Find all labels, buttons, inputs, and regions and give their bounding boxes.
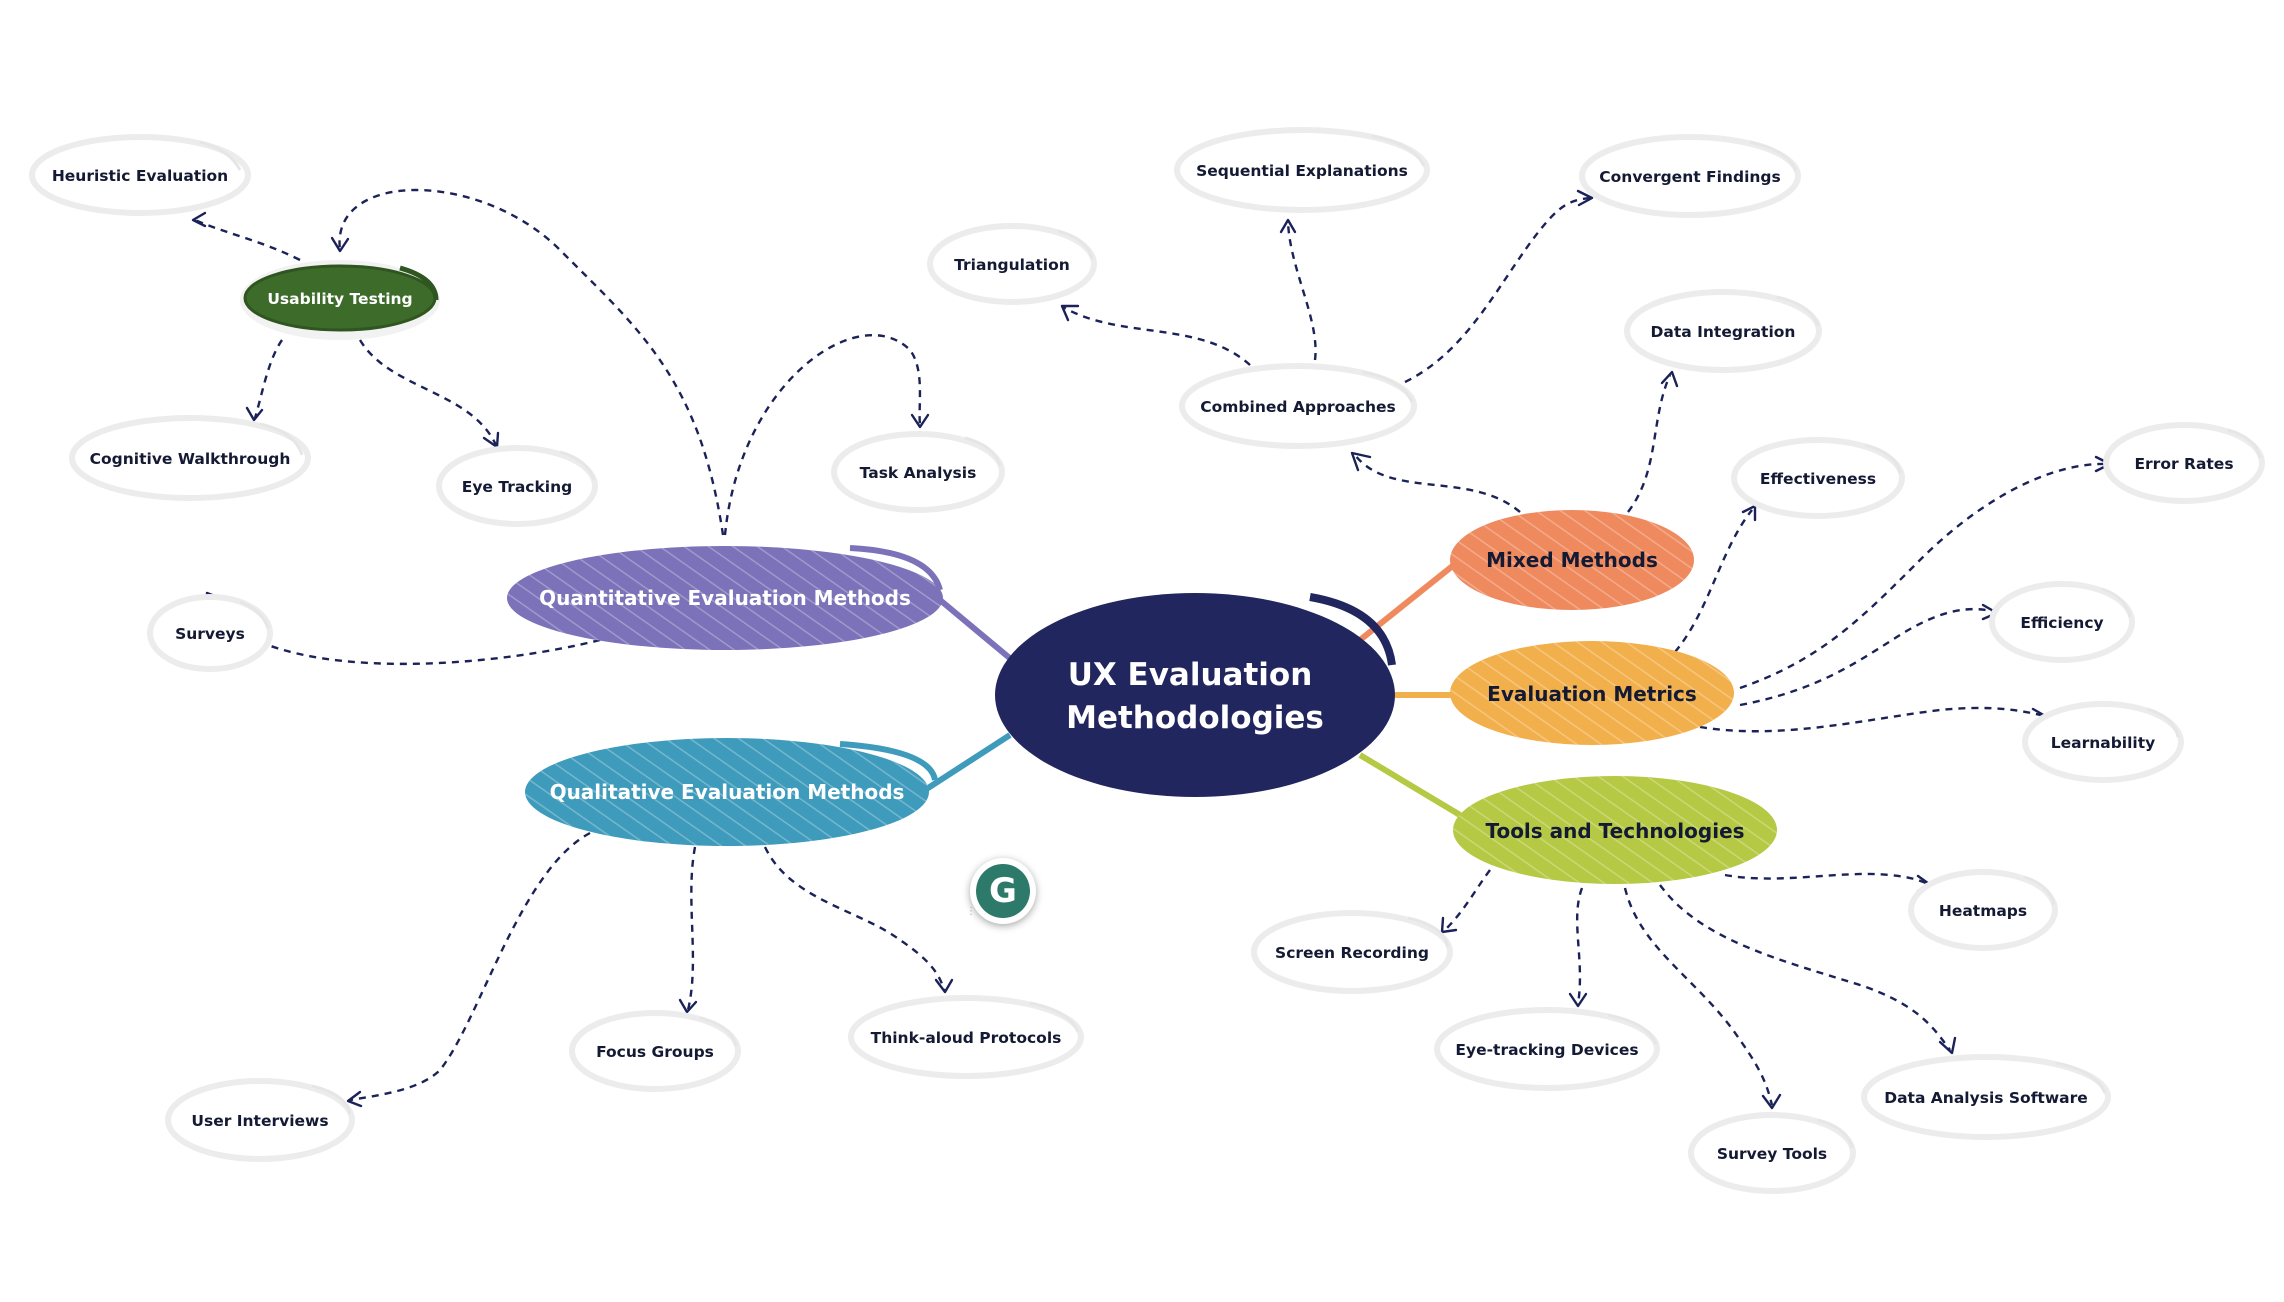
leaf-effectiveness[interactable]: Effectiveness <box>1731 437 1905 519</box>
leaf-survey-tools[interactable]: Survey Tools <box>1688 1112 1856 1194</box>
connector-tools <box>1358 752 1462 818</box>
leaf-label: Cognitive Walkthrough <box>90 450 291 468</box>
central-topic[interactable]: UX Evaluation Methodologies <box>995 593 1396 797</box>
link-cognitive <box>253 339 283 419</box>
link-data-analysis <box>1659 884 1951 1051</box>
link-user-interviews <box>349 831 591 1102</box>
branch-label: Evaluation Metrics <box>1487 682 1697 706</box>
leaf-screen-recording[interactable]: Screen Recording <box>1251 910 1453 994</box>
link-effectiveness <box>1674 509 1753 653</box>
link-convergent <box>1404 196 1591 384</box>
drag-handle-icon[interactable]: ⋮ <box>966 906 976 917</box>
leaf-label: Convergent Findings <box>1599 168 1780 186</box>
branch-qualitative[interactable]: Qualitative Evaluation Methods <box>525 738 938 846</box>
leaf-convergent-findings[interactable]: Convergent Findings <box>1579 134 1801 218</box>
leaf-label: Think-aloud Protocols <box>871 1029 1062 1047</box>
branch-tools-technologies[interactable]: Tools and Technologies <box>1453 776 1781 884</box>
connector-qualitative <box>923 732 1012 793</box>
link-error-rates <box>1739 462 2109 690</box>
leaf-label: Eye Tracking <box>462 478 573 496</box>
branch-label: Qualitative Evaluation Methods <box>550 780 905 804</box>
leaf-label: Sequential Explanations <box>1196 162 1408 180</box>
subtopic-label: Usability Testing <box>267 290 412 308</box>
link-combined <box>1354 454 1521 513</box>
leaf-label: User Interviews <box>191 1112 328 1130</box>
leaf-label: Screen Recording <box>1275 944 1429 962</box>
leaf-eye-tracking-devices[interactable]: Eye-tracking Devices <box>1434 1007 1660 1091</box>
link-task-analysis <box>723 333 922 536</box>
leaf-label: Error Rates <box>2134 455 2233 473</box>
leaf-data-analysis-software[interactable]: Data Analysis Software <box>1861 1054 2111 1140</box>
subtopic-usability-testing[interactable]: Usability Testing <box>240 260 440 340</box>
link-heatmaps <box>1724 872 1931 887</box>
connector-quantitative <box>938 597 1014 663</box>
leaf-focus-groups[interactable]: Focus Groups <box>569 1010 741 1092</box>
link-learnability <box>1699 706 2046 733</box>
leaf-surveys[interactable]: Surveys <box>147 594 273 672</box>
grammarly-glyph: G <box>976 864 1030 918</box>
leaf-label: Efficiency <box>2020 614 2103 632</box>
link-eye-tracking <box>358 339 498 446</box>
leaf-label: Heatmaps <box>1939 902 2027 920</box>
central-title-line2: Methodologies <box>1066 700 1324 736</box>
leaf-label: Learnability <box>2051 734 2156 752</box>
leaf-label: Eye-tracking Devices <box>1455 1041 1638 1059</box>
leaf-cognitive-walkthrough[interactable]: Cognitive Walkthrough <box>69 415 311 501</box>
leaf-user-interviews[interactable]: User Interviews <box>165 1078 355 1162</box>
leaf-label: Triangulation <box>954 256 1070 274</box>
dashed-links <box>191 188 2112 1110</box>
leaf-error-rates[interactable]: Error Rates <box>2103 422 2265 504</box>
link-eye-tracking-devices <box>1575 887 1584 1005</box>
branch-mixed-methods[interactable]: Mixed Methods <box>1450 510 1694 610</box>
leaf-label: Heuristic Evaluation <box>52 167 228 185</box>
link-think-aloud <box>763 846 946 991</box>
link-efficiency <box>1739 607 1996 707</box>
leaf-sequential-explanations[interactable]: Sequential Explanations <box>1174 127 1430 213</box>
leaf-heatmaps[interactable]: Heatmaps <box>1908 869 2058 951</box>
branch-quantitative[interactable]: Quantitative Evaluation Methods <box>507 545 943 650</box>
branch-label: Mixed Methods <box>1486 548 1658 572</box>
leaf-label: Data Analysis Software <box>1884 1089 2088 1107</box>
leaf-nodes: Heuristic Evaluation Cognitive Walkthrou… <box>29 127 2265 1194</box>
leaf-data-integration[interactable]: Data Integration <box>1624 289 1822 373</box>
link-focus-groups <box>686 846 697 1011</box>
branch-label: Quantitative Evaluation Methods <box>539 586 911 610</box>
leaf-label: Data Integration <box>1651 323 1796 341</box>
link-surveys <box>207 594 601 666</box>
leaf-label: Surveys <box>175 625 245 643</box>
link-heuristic <box>194 218 301 262</box>
link-triangulation <box>1062 305 1251 366</box>
central-title-line1: UX Evaluation <box>1068 657 1313 693</box>
link-data-integration <box>1627 374 1672 513</box>
leaf-task-analysis[interactable]: Task Analysis <box>831 431 1005 513</box>
branch-label: Tools and Technologies <box>1485 819 1744 843</box>
leaf-heuristic-evaluation[interactable]: Heuristic Evaluation <box>29 134 251 216</box>
leaf-label: Effectiveness <box>1760 470 1876 488</box>
leaf-eye-tracking[interactable]: Eye Tracking <box>436 445 598 527</box>
link-screen-recording <box>1444 869 1491 931</box>
leaf-label: Survey Tools <box>1717 1145 1827 1163</box>
leaf-learnability[interactable]: Learnability <box>2022 701 2184 783</box>
grammarly-icon[interactable]: G ⋮ <box>966 858 1036 924</box>
leaf-combined-approaches[interactable]: Combined Approaches <box>1179 363 1417 449</box>
leaf-efficiency[interactable]: Efficiency <box>1989 581 2135 663</box>
branch-evaluation-metrics[interactable]: Evaluation Metrics <box>1450 641 1734 745</box>
link-survey-tools <box>1623 887 1774 1106</box>
leaf-triangulation[interactable]: Triangulation <box>927 223 1097 305</box>
leaf-label: Focus Groups <box>596 1043 714 1061</box>
leaf-label: Task Analysis <box>860 464 977 482</box>
link-sequential <box>1286 221 1317 361</box>
leaf-think-aloud-protocols[interactable]: Think-aloud Protocols <box>848 995 1084 1079</box>
leaf-label: Combined Approaches <box>1200 398 1396 416</box>
